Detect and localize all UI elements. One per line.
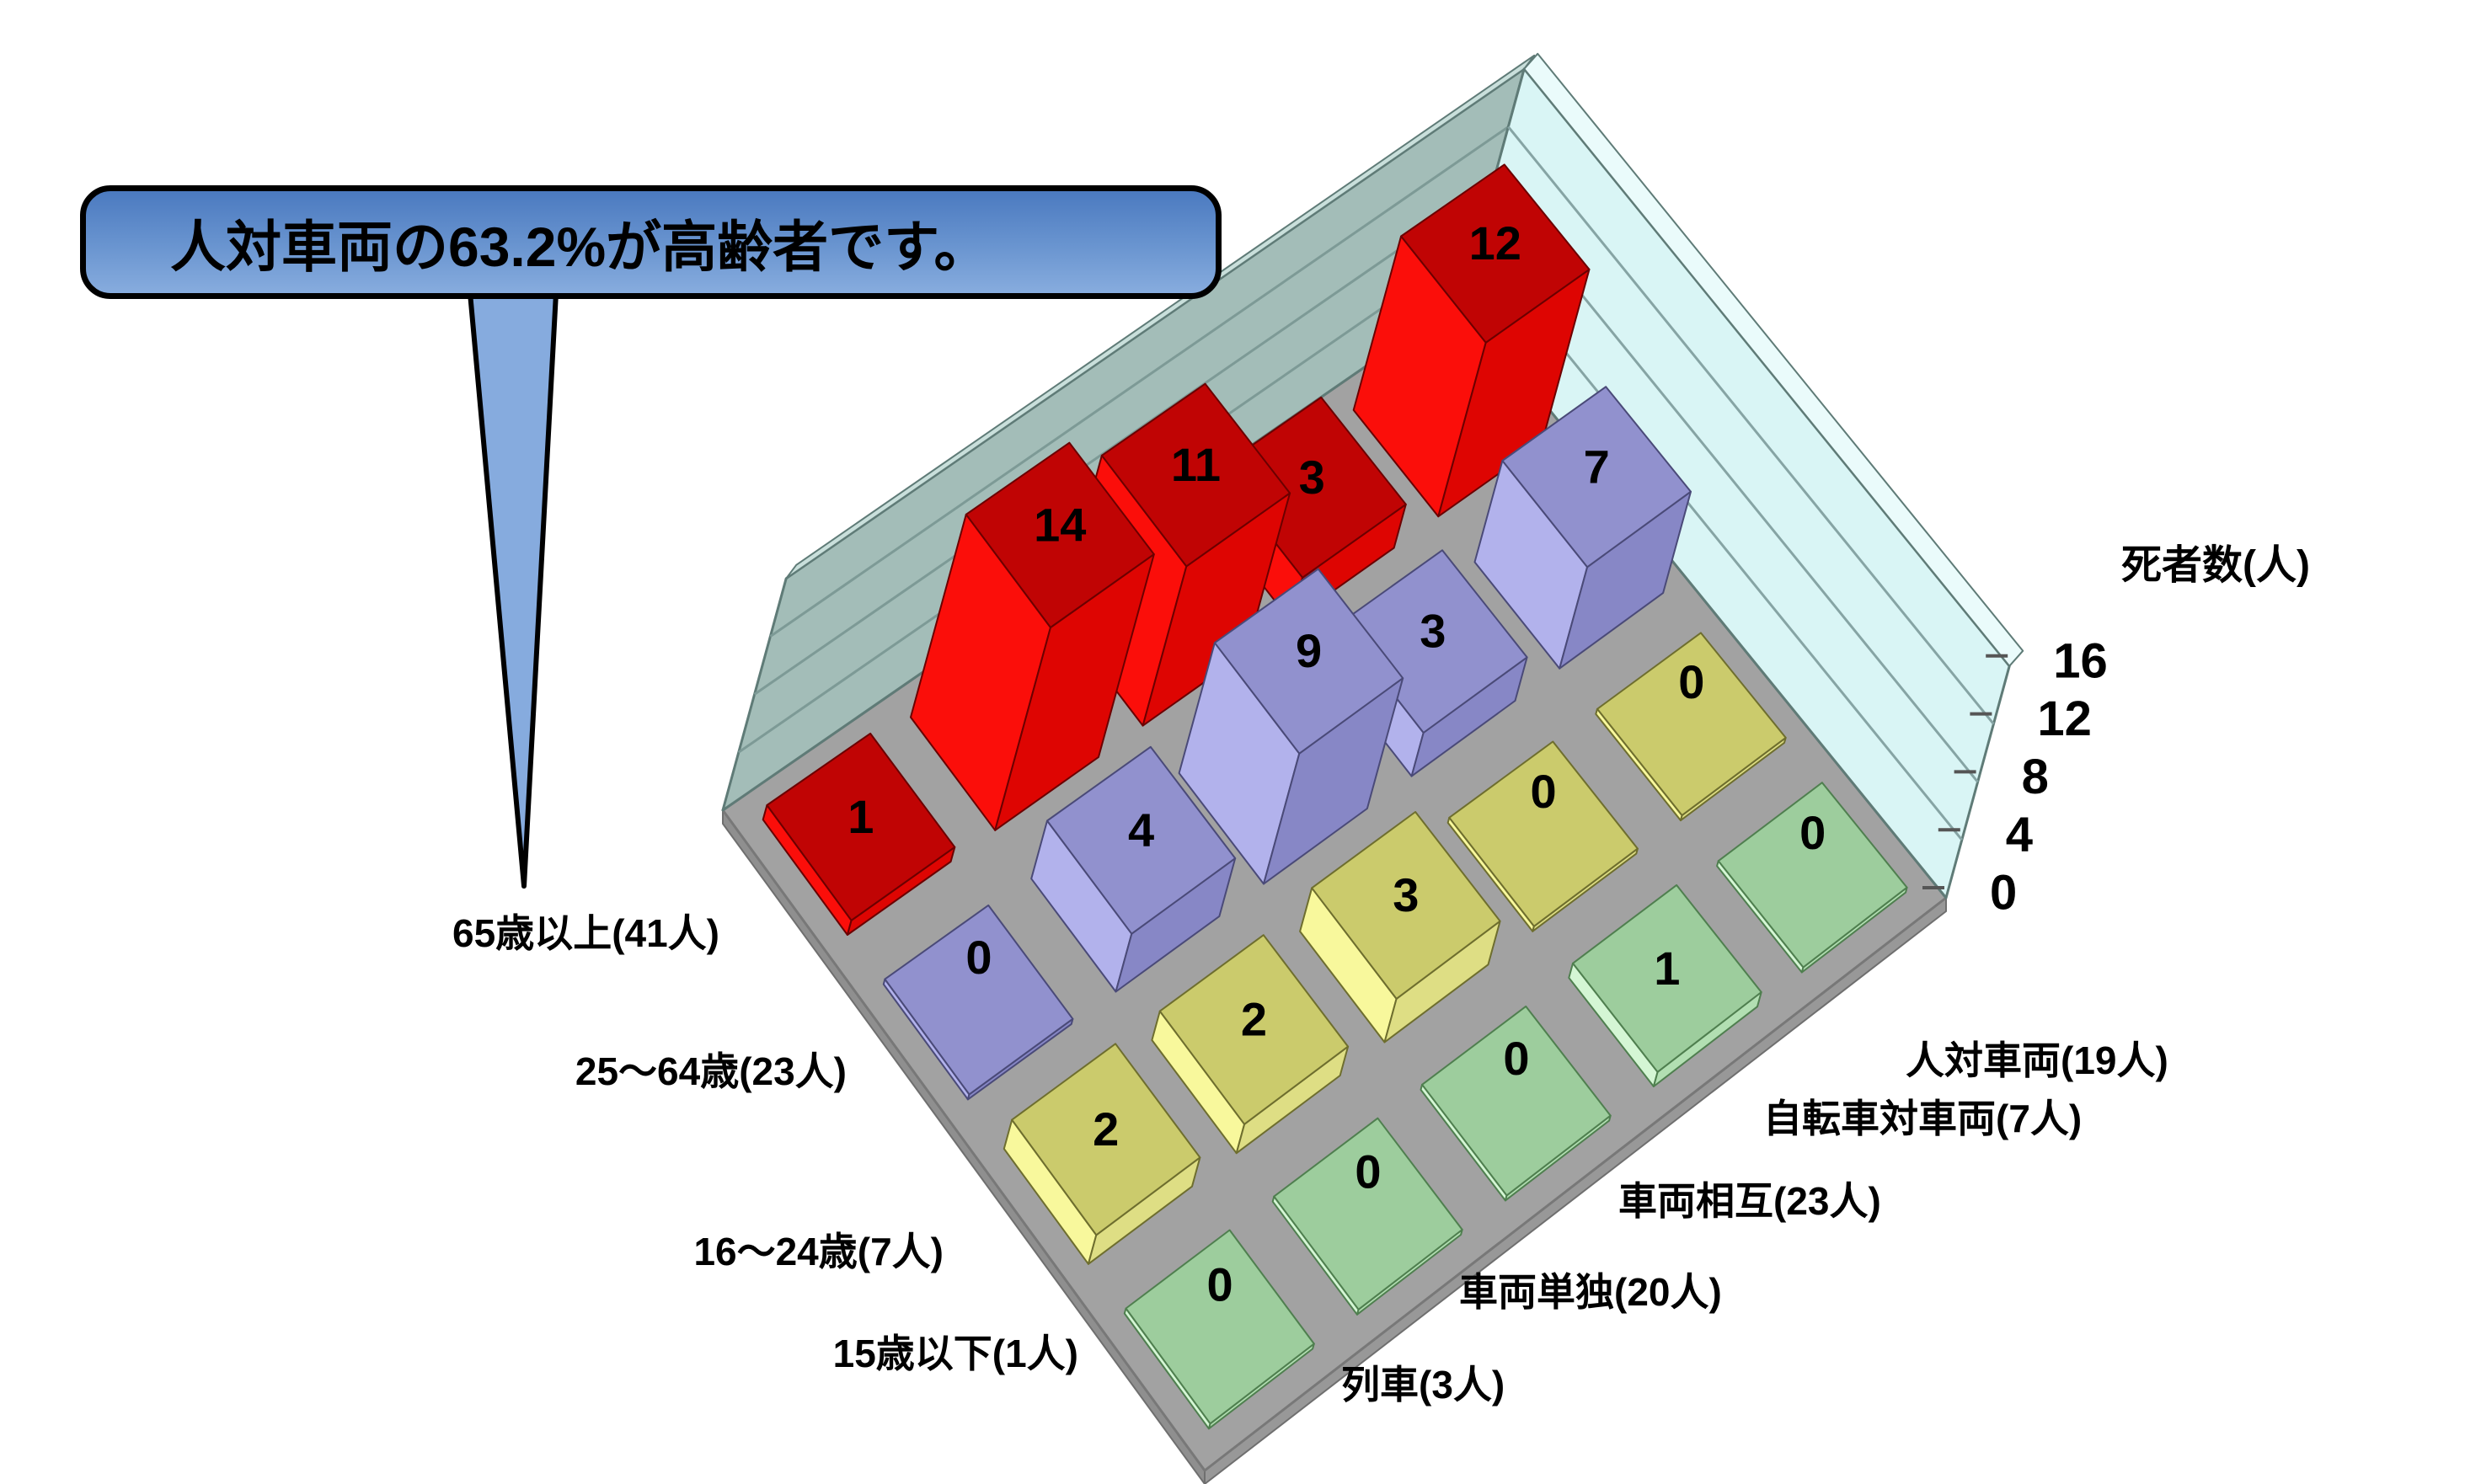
z-tick-label-4: 4: [2006, 808, 2033, 862]
callout-tail: [468, 291, 559, 889]
bar-r1-c2-value: 9: [1296, 624, 1322, 677]
bar-r0-c1-value: 14: [1034, 498, 1086, 551]
age-label-16-24: 16〜24歳(7人): [693, 1230, 944, 1273]
bar-r3-c2-value: 0: [1503, 1032, 1529, 1085]
bar-r1-c0-top-face: [884, 904, 1074, 1096]
bar-r1-c4-value: 7: [1584, 440, 1610, 493]
age-label-under15: 15歳以下(1人): [832, 1332, 1078, 1375]
bar-r3-c3-top-face: [1572, 883, 1762, 1073]
bar-r0-c0-value: 1: [848, 790, 874, 843]
bar-r3-c4-top-face: [1717, 782, 1908, 969]
cat-label-train: 列車(3人): [1341, 1363, 1505, 1407]
bar-r1-c3-value: 3: [1420, 605, 1446, 658]
bar-r0-c4-value: 12: [1469, 216, 1521, 270]
z-tick-label-8: 8: [2022, 750, 2049, 804]
z-tick-label-12: 12: [2037, 691, 2092, 746]
bar-r3-c0-value: 0: [1207, 1257, 1233, 1311]
z-tick-label-0: 0: [1990, 866, 2017, 921]
bar-r2-c1-top-face: [1158, 934, 1350, 1125]
z-axis-title: 死者数(人): [2121, 543, 2310, 588]
cat-label-vehicle-vs-vehicle: 車両相互(23人): [1618, 1179, 1881, 1223]
bar-r1-c4-top-face: [1501, 386, 1692, 569]
cat-label-vehicle-alone: 車両単独(20人): [1459, 1270, 1722, 1314]
callout-bubble: 人対車両の63.2%が高齢者です。: [80, 185, 1222, 299]
bar-r3-c4-value: 0: [1799, 806, 1826, 859]
bar-r2-c3-top-face: [1448, 740, 1639, 927]
bar-r3-c1-top-face: [1273, 1117, 1463, 1311]
bar-r2-c4-value: 0: [1678, 655, 1704, 708]
bar-r1-c0-value: 0: [965, 931, 992, 984]
bar-r2-c2-value: 3: [1393, 868, 1419, 921]
callout-text: 人対車両の63.2%が高齢者です。: [170, 215, 990, 278]
wall-right-gridline-12: [1507, 125, 1995, 725]
bar-r2-c0-value: 2: [1093, 1102, 1119, 1156]
wall-left-gridline-12: [769, 125, 1510, 638]
age-label-25-64: 25〜64歳(23人): [575, 1049, 847, 1093]
cat-label-pedestrian-vs-vehicle: 人対車両(19人): [1906, 1038, 2168, 1082]
wall-left-top-edge: [785, 54, 1536, 579]
z-tick-label-16: 16: [2053, 633, 2108, 688]
bar-r0-c0-top-face: [766, 732, 956, 921]
bar-r1-c1-top-face: [1046, 745, 1237, 935]
wall-right-top-edge: [1523, 52, 2024, 667]
bar-r2-c4-top-face: [1596, 632, 1787, 817]
bar-r3-c2-top-face: [1421, 1005, 1612, 1197]
cat-label-bicycle-vs-vehicle: 自転車対車両(7人): [1763, 1097, 2083, 1140]
bar-r0-c2-value: 11: [1171, 438, 1221, 491]
bar-r2-c2-top-face: [1311, 811, 1501, 1000]
bar-r3-c3-value: 1: [1654, 942, 1680, 995]
bar-r0-c3-value: 3: [1299, 451, 1325, 504]
bar-r0-c4-top-face: [1400, 163, 1591, 344]
bar-r2-c0-top-face: [1011, 1043, 1201, 1236]
bar-r3-c0-top-face: [1125, 1229, 1315, 1425]
bar-r0-c2-top-face: [1100, 382, 1291, 568]
age-label-65plus: 65歳以上(41人): [452, 911, 719, 955]
bar-r2-c1-value: 2: [1241, 993, 1267, 1046]
bar-r0-c1-top-face: [965, 441, 1155, 628]
bar-r1-c1-value: 4: [1128, 803, 1154, 857]
bar-r2-c3-value: 0: [1531, 765, 1557, 818]
bar-r1-c2-top-face: [1213, 568, 1404, 755]
bar-r3-c1-value: 0: [1355, 1145, 1381, 1198]
